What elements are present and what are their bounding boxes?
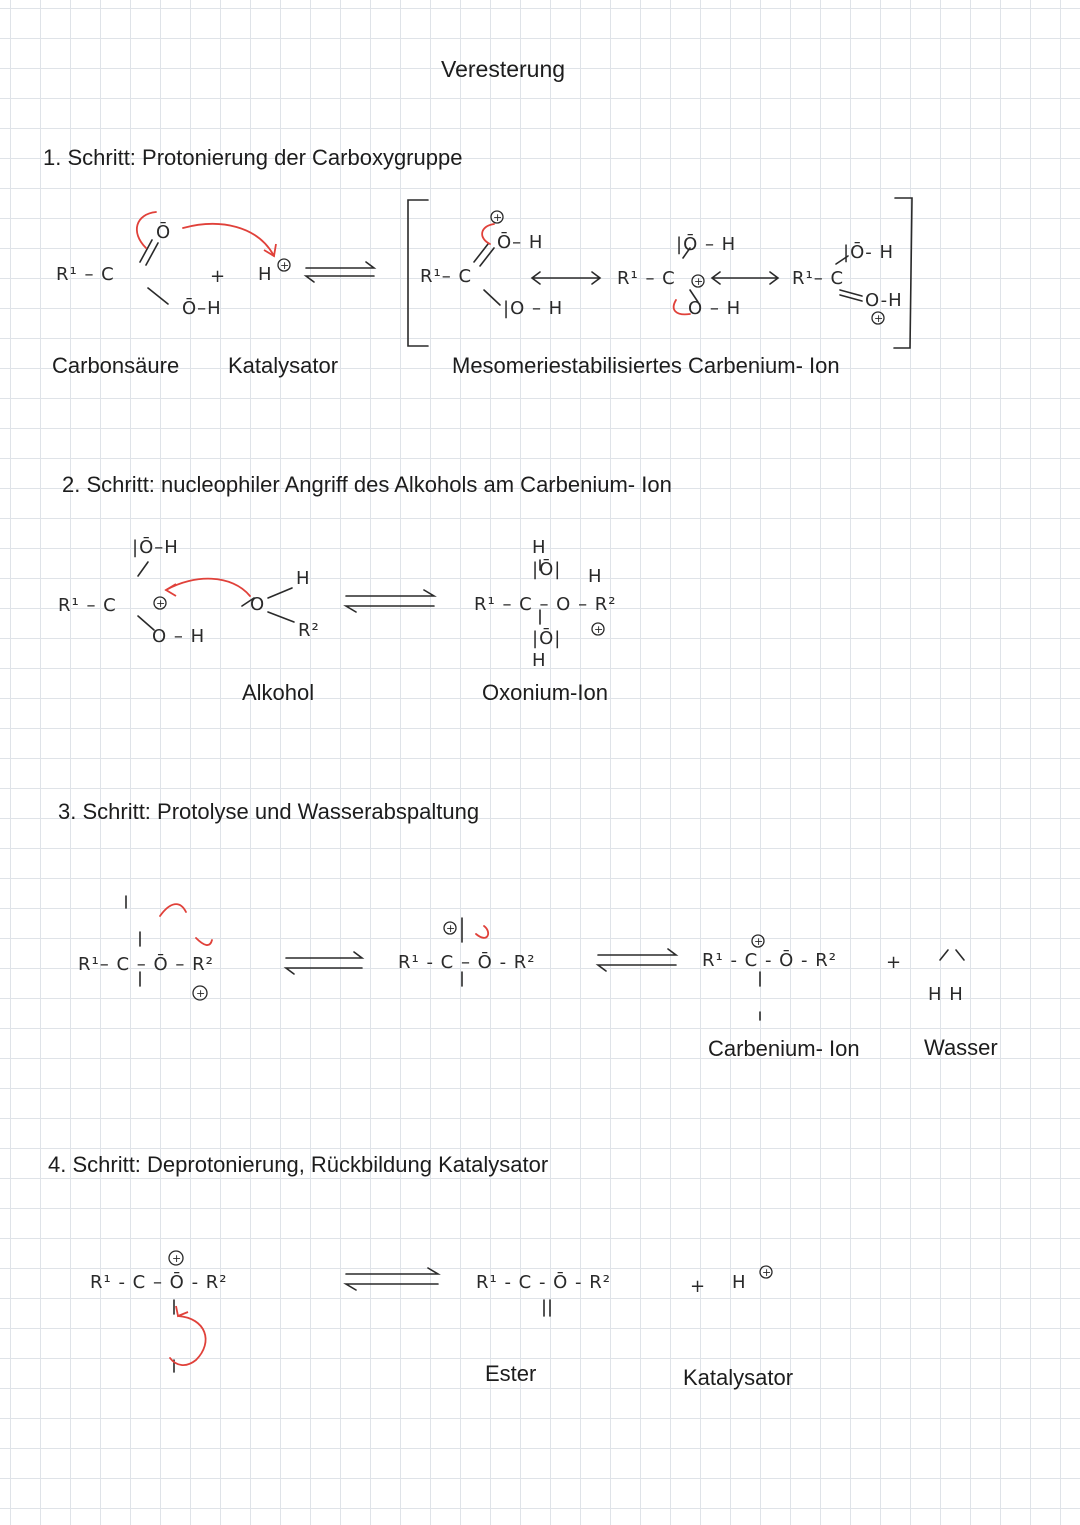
s1-bonds (139, 239, 863, 306)
s2-charges: + + (153, 596, 605, 636)
s2-oxonium-bottom: |Ō| H (532, 628, 562, 671)
s3-left-structure: R¹– C – Ō – R² (78, 954, 214, 975)
s2-bonds (137, 559, 541, 631)
s4-equilibrium-arrow (343, 1267, 441, 1291)
s2-alcohol-r: R² (298, 620, 320, 641)
s3-charges: + + + (192, 921, 765, 1001)
s2-equilibrium-arrow (343, 589, 437, 613)
svg-text:+: + (694, 275, 703, 288)
s1-mesomer-2-bottom: O – H (688, 298, 742, 319)
svg-text:+: + (196, 987, 205, 1000)
svg-text:+: + (493, 211, 502, 224)
s1-resonance-arrows (530, 271, 780, 285)
s1-mesomer-1-top: Ō– H (497, 232, 544, 253)
s1-charges: + + + + (277, 210, 885, 325)
s4-plus: + (690, 1276, 707, 1297)
label-katalysator-2: Katalysator (683, 1365, 794, 1390)
svg-text:+: + (874, 312, 883, 325)
s2-cation: R¹ – C (58, 595, 117, 616)
s1-mesomer-3: R¹– C (792, 268, 845, 289)
step-1-heading: 1. Schritt: Protonierung der Carboxygrup… (43, 145, 463, 170)
s1-acid-formula: R¹ – C (56, 264, 115, 285)
s1-plus: + (210, 266, 227, 287)
label-carbonsaeure: Carbonsäure (52, 353, 180, 378)
label-alkohol: Alkohol (242, 680, 315, 705)
s2-red-arrows (164, 577, 251, 597)
s3-equilibrium-arrows (283, 948, 679, 975)
s3-water-h: H H (928, 984, 964, 1005)
s2-cation-bottom: O – H (152, 626, 206, 647)
step-3-heading: 3. Schritt: Protolyse und Wasserabspaltu… (58, 799, 480, 824)
s3-middle-structure: R¹ - C – Ō - R² (398, 952, 536, 973)
step-2-heading: 2. Schritt: nucleophiler Angriff des Alk… (62, 472, 672, 497)
s3-bonds (125, 895, 965, 1021)
s1-mesomer-1: R¹– C (420, 266, 473, 287)
s4-proton: H (732, 1272, 747, 1293)
step-4-heading: 4. Schritt: Deprotonierung, Rückbildung … (48, 1152, 549, 1177)
s2-oxonium-h: H (588, 566, 603, 587)
s2-alcohol-h: H (296, 568, 311, 589)
s1-brackets (407, 197, 913, 349)
s1-hydroxy-group: Ō–H (182, 298, 222, 319)
s1-mesomer-3-bottom: O-H (865, 290, 903, 311)
svg-text:+: + (762, 1266, 771, 1279)
s3-plus: + (886, 952, 903, 973)
s3-red-arrows (159, 903, 490, 946)
label-carbenium-ion: Carbenium- Ion (708, 1036, 860, 1061)
label-carbenium-ion-mesomer: Mesomeriestabilisiertes Carbenium- Ion (452, 353, 840, 378)
s1-mesomer-3-top: |Ō- H (843, 242, 894, 263)
s1-equilibrium-arrow (303, 261, 377, 283)
s1-carbonyl-oxygen: Ō (156, 222, 172, 243)
label-katalysator-1: Katalysator (228, 353, 339, 378)
svg-text:+: + (280, 259, 289, 272)
s1-mesomer-2: R¹ – C (617, 268, 676, 289)
label-wasser: Wasser (924, 1035, 998, 1060)
s4-bonds (173, 1299, 551, 1373)
s1-mesomer-1-bottom: |O – H (503, 298, 564, 319)
s1-proton: H (258, 264, 273, 285)
page-title: Veresterung (441, 56, 566, 82)
s2-cation-top: |Ō–H (132, 537, 179, 558)
s1-mesomer-2-top: |Ō – H (676, 234, 737, 255)
s2-oxonium-top: H |Ō| (532, 537, 562, 580)
svg-text:+: + (594, 623, 603, 636)
svg-text:+: + (446, 922, 455, 935)
svg-text:+: + (754, 935, 763, 948)
label-oxonium-ion: Oxonium-Ion (482, 680, 608, 705)
s1-red-arrows (135, 211, 691, 316)
s3-right-structure: R¹ - C - Ō - R² (702, 950, 837, 971)
s4-left-structure: R¹ - C – Ō - R² (90, 1272, 228, 1293)
s4-red-arrows (169, 1305, 207, 1366)
label-ester: Ester (485, 1361, 537, 1386)
svg-text:+: + (156, 597, 165, 610)
svg-text:+: + (172, 1252, 181, 1265)
s4-ester-structure: R¹ - C - Ō - R² (476, 1272, 611, 1293)
s2-oxonium: R¹ – C – O – R² (474, 594, 617, 615)
s4-charges: + + (168, 1250, 773, 1279)
